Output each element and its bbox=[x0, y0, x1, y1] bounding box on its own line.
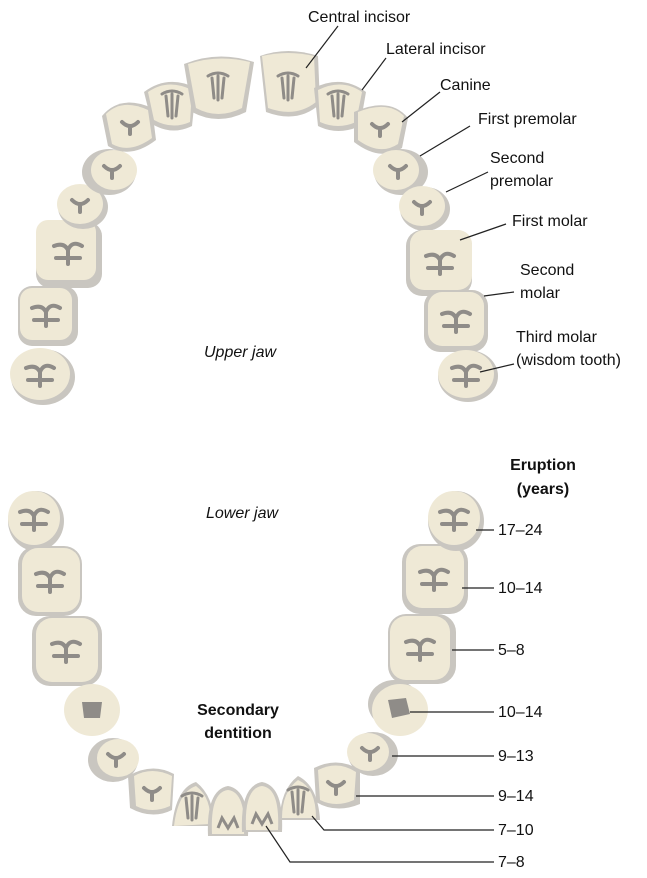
upper-left-canine bbox=[102, 103, 156, 152]
eruption-header-line1: Eruption bbox=[498, 456, 588, 475]
label-central-incisor: Central incisor bbox=[308, 8, 410, 27]
eruption-age-first-molar: 5–8 bbox=[498, 641, 525, 660]
leader-first-premolar bbox=[420, 126, 470, 156]
lower-left-third-molar bbox=[8, 491, 64, 551]
upper-right-second-premolar bbox=[399, 186, 450, 231]
leader-age-central-incisor bbox=[266, 826, 494, 862]
leader-second-premolar bbox=[446, 172, 488, 192]
lower-left-canine bbox=[128, 768, 174, 814]
upper-left-second-molar bbox=[18, 286, 78, 346]
leader-age-lateral-incisor bbox=[312, 816, 494, 830]
upper-right-canine bbox=[354, 105, 408, 154]
lower-right-central-incisor bbox=[242, 782, 282, 832]
label-third-molar-line2: (wisdom tooth) bbox=[516, 351, 621, 370]
label-third-molar-line1: Third molar bbox=[516, 328, 597, 347]
lower-right-second-molar bbox=[402, 544, 468, 614]
leader-central-incisor bbox=[306, 26, 338, 68]
lower-jaw-label: Lower jaw bbox=[206, 504, 278, 523]
lower-right-second-premolar bbox=[368, 680, 428, 736]
upper-right-second-molar bbox=[424, 290, 488, 352]
label-first-premolar: First premolar bbox=[478, 110, 577, 129]
upper-right-third-molar bbox=[438, 350, 498, 402]
lower-left-lateral-incisor bbox=[172, 782, 214, 826]
upper-left-first-molar bbox=[36, 220, 102, 288]
upper-jaw-label: Upper jaw bbox=[204, 343, 276, 362]
upper-left-central-incisor bbox=[184, 56, 254, 119]
lower-left-first-molar bbox=[32, 616, 102, 686]
label-first-molar: First molar bbox=[512, 212, 588, 231]
eruption-age-canine: 9–14 bbox=[498, 787, 534, 806]
leader-second-molar bbox=[484, 292, 514, 296]
label-canine: Canine bbox=[440, 76, 491, 95]
eruption-age-third-molar: 17–24 bbox=[498, 521, 543, 540]
leader-canine bbox=[402, 92, 440, 122]
leader-lateral-incisor bbox=[362, 58, 386, 90]
label-second-molar-line1: Second bbox=[520, 261, 574, 280]
secondary-dentition-line1: Secondary bbox=[178, 701, 298, 720]
upper-left-first-premolar bbox=[82, 149, 137, 195]
eruption-age-second-molar: 10–14 bbox=[498, 579, 543, 598]
secondary-dentition-line2: dentition bbox=[178, 724, 298, 743]
lower-jaw-teeth bbox=[8, 491, 484, 836]
eruption-age-first-premolar: 9–13 bbox=[498, 747, 534, 766]
lower-left-second-premolar bbox=[64, 684, 120, 736]
eruption-header-line2: (years) bbox=[498, 480, 588, 499]
label-second-premolar-line1: Second bbox=[490, 149, 544, 168]
eruption-age-second-premolar: 10–14 bbox=[498, 703, 543, 722]
label-lateral-incisor: Lateral incisor bbox=[386, 40, 486, 59]
upper-left-third-molar bbox=[10, 348, 75, 405]
eruption-age-central-incisor: 7–8 bbox=[498, 853, 525, 872]
lower-right-lateral-incisor bbox=[280, 776, 320, 820]
label-second-molar-line2: molar bbox=[520, 284, 560, 303]
lower-left-second-molar bbox=[18, 546, 82, 616]
label-second-premolar-line2: premolar bbox=[490, 172, 553, 191]
eruption-age-lateral-incisor: 7–10 bbox=[498, 821, 534, 840]
lower-right-canine bbox=[314, 762, 360, 808]
leader-first-molar bbox=[460, 224, 506, 240]
lower-right-third-molar bbox=[428, 491, 484, 551]
lower-right-first-molar bbox=[388, 614, 456, 684]
